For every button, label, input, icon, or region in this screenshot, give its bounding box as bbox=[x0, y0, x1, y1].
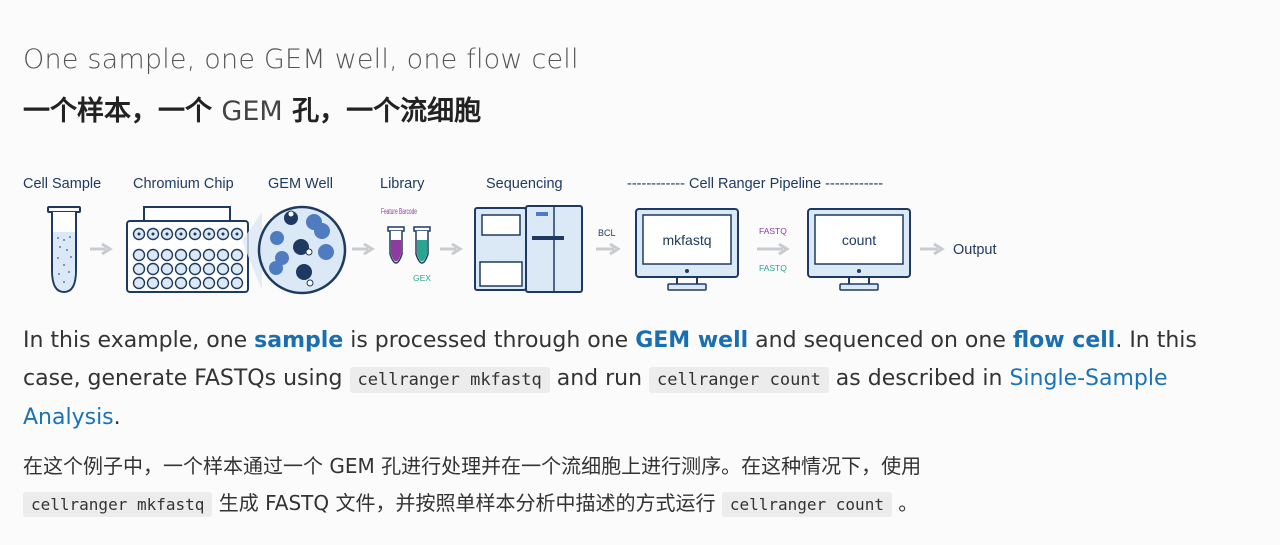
single-sample-analysis-link[interactable]: Single-Sample Analysis bbox=[23, 366, 1168, 430]
heading-chinese-part-a: 一个样本，一个 bbox=[23, 96, 212, 127]
heading-english: One sample, one GEM well, one flow cell bbox=[23, 44, 579, 75]
code-cellranger-count: cellranger count bbox=[649, 367, 829, 393]
para1-text-2: is processed through one bbox=[343, 328, 636, 353]
library-tube-purple-icon bbox=[387, 226, 405, 264]
description-chinese: 在这个例子中，一个样本通过一个 GEM 孔进行处理并在一个流细胞上进行测序。在这… bbox=[23, 448, 1253, 523]
arrow-5-icon bbox=[757, 242, 790, 256]
sequencer-icon bbox=[474, 205, 583, 293]
gem-well-term: GEM well bbox=[635, 328, 749, 353]
label-chromium-chip: Chromium Chip bbox=[133, 176, 234, 192]
label-count: count bbox=[842, 232, 876, 248]
para1-text-1: In this example, one bbox=[23, 328, 255, 353]
para2-text-2: 生成 FASTQ 文件，并按照单样本分析中描述的方式运行 bbox=[212, 491, 722, 515]
para1-text-6: as described in bbox=[828, 366, 1010, 391]
cell-sample-tube-icon bbox=[47, 206, 81, 294]
label-fastq-bottom: FASTQ bbox=[759, 263, 787, 273]
heading-chinese-part-b: 孔，一个流细胞 bbox=[292, 96, 482, 127]
label-fastq-top: FASTQ bbox=[759, 226, 787, 236]
count-monitor-icon bbox=[807, 208, 911, 291]
arrow-2-icon bbox=[352, 242, 375, 256]
label-cell-sample: Cell Sample bbox=[23, 176, 101, 192]
gem-well-icon bbox=[242, 205, 347, 295]
code-cellranger-mkfastq: cellranger mkfastq bbox=[349, 367, 550, 393]
label-bcl: BCL bbox=[598, 228, 616, 238]
para2-text-1: 在这个例子中，一个样本通过一个 GEM 孔进行处理并在一个流细胞上进行测序。在这… bbox=[23, 454, 922, 478]
code-cellranger-mkfastq-zh: cellranger mkfastq bbox=[23, 492, 213, 517]
label-mkfastq: mkfastq bbox=[662, 232, 711, 248]
code-cellranger-count-zh: cellranger count bbox=[721, 492, 892, 517]
arrow-1-icon bbox=[90, 242, 113, 256]
arrow-6-icon bbox=[920, 242, 945, 256]
label-output: Output bbox=[953, 242, 997, 258]
flow-cell-term: flow cell bbox=[1012, 328, 1116, 353]
label-sequencing: Sequencing bbox=[486, 176, 563, 192]
workflow-diagram: Cell Sample Chromium Chip GEM Well Libra… bbox=[23, 176, 997, 295]
description-english: In this example, one sample is processed… bbox=[23, 322, 1253, 437]
para1-text-7: . bbox=[113, 405, 121, 430]
arrow-3-icon bbox=[440, 242, 463, 256]
label-gem-well: GEM Well bbox=[268, 176, 333, 192]
para2-text-3: 。 bbox=[891, 491, 919, 515]
label-library: Library bbox=[380, 176, 425, 192]
arrow-4-icon bbox=[596, 242, 621, 256]
sample-term: sample bbox=[254, 328, 344, 353]
para1-text-3: and sequenced on one bbox=[748, 328, 1013, 353]
label-cell-ranger-pipeline: ------------ Cell Ranger Pipeline ------… bbox=[627, 176, 883, 192]
para1-text-5: and run bbox=[549, 366, 650, 391]
library-tube-teal-icon bbox=[413, 226, 431, 264]
para1-text-4: . In this case, generate FASTQs using bbox=[23, 328, 1197, 391]
heading-chinese: 一个样本，一个 GEM 孔，一个流细胞 bbox=[23, 89, 481, 128]
label-feature-barcode: Feature Barcode bbox=[381, 207, 417, 216]
chromium-chip-icon bbox=[126, 206, 249, 293]
heading-chinese-gem: GEM bbox=[221, 96, 283, 127]
label-gex: GEX bbox=[413, 273, 431, 283]
mkfastq-monitor-icon bbox=[635, 208, 739, 291]
